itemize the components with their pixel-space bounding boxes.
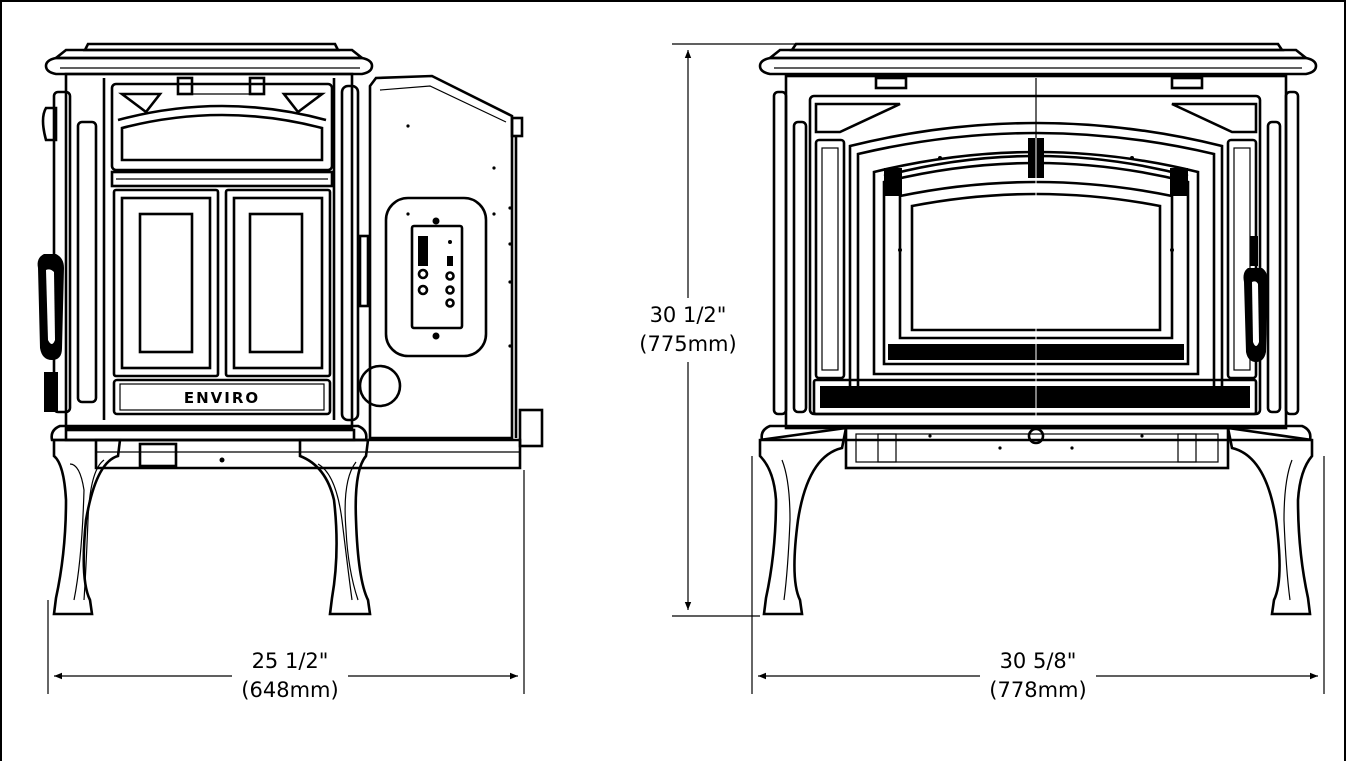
side-depth-imperial: 25 1/2" [252, 649, 329, 673]
side-pedestal [94, 438, 522, 470]
side-door-handle [37, 254, 64, 360]
side-door-panels [112, 188, 332, 378]
front-body [760, 74, 1312, 442]
front-height-metric: (775mm) [639, 332, 736, 356]
front-legs [758, 426, 1314, 616]
front-top-cap [758, 42, 1318, 90]
side-upper-arched-panel [110, 82, 334, 172]
front-view [758, 42, 1318, 616]
side-depth-metric: (648mm) [241, 678, 338, 702]
side-view: ENVIRO [37, 42, 544, 616]
side-control-panel [384, 196, 488, 358]
side-rear-hopper [358, 74, 544, 448]
side-legs [52, 438, 372, 616]
side-body: ENVIRO [37, 72, 370, 442]
front-height-imperial: 30 1/2" [650, 303, 727, 327]
front-pedestal [844, 426, 1230, 470]
front-width-imperial: 30 5/8" [1000, 649, 1077, 673]
side-brand-plate: ENVIRO [112, 378, 332, 416]
front-door-handle [1243, 236, 1268, 362]
side-top-cap [44, 42, 374, 76]
brand-label: ENVIRO [184, 389, 260, 407]
front-width-metric: (778mm) [989, 678, 1086, 702]
